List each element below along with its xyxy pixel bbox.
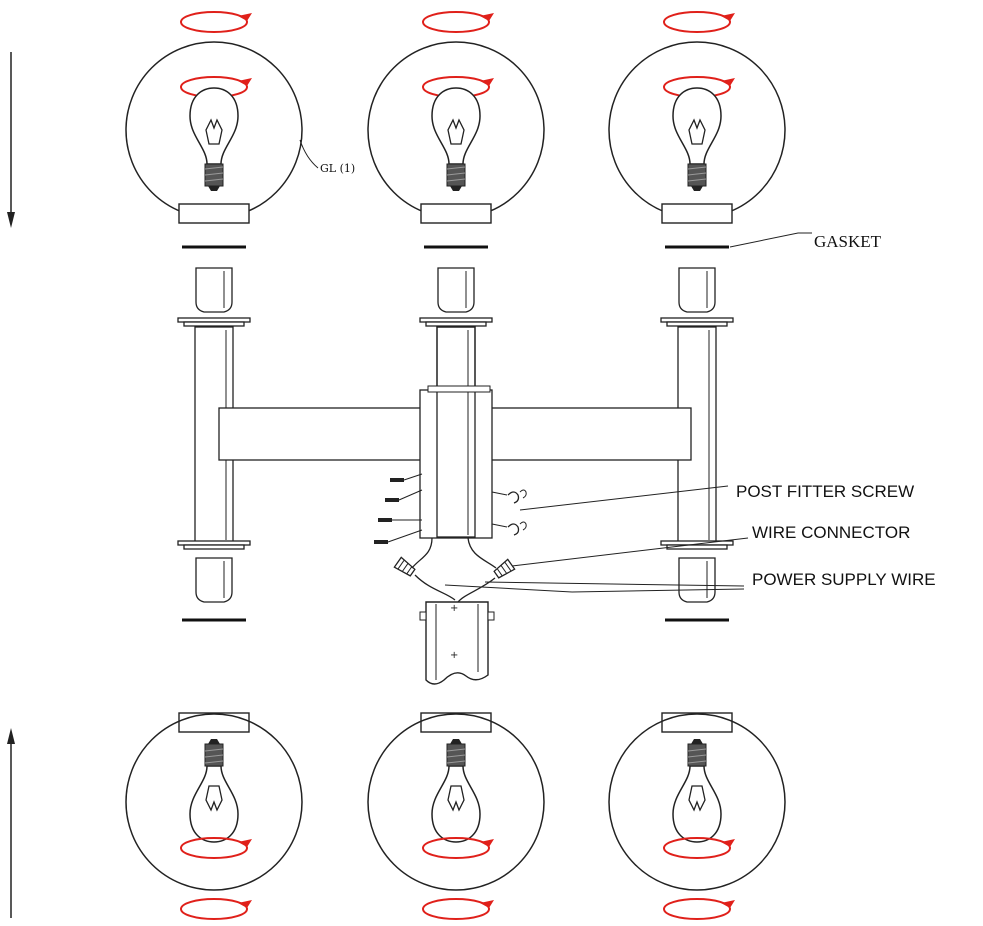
arrow-down-icon — [7, 52, 15, 228]
light-bulb-icon — [672, 738, 722, 843]
svg-text:+: + — [450, 603, 458, 614]
top-globe-right — [608, 11, 786, 224]
rotation-arrow-icon — [422, 11, 495, 33]
gasket-label: GASKET — [729, 232, 882, 251]
bottom-globe-center — [367, 712, 545, 920]
top-globe-left — [125, 11, 303, 224]
fixture-body — [177, 267, 734, 603]
rotation-arrow-icon — [180, 11, 253, 33]
wire-connectors — [393, 556, 516, 579]
post-fitter-screws — [374, 473, 527, 544]
light-bulb-icon — [431, 87, 481, 192]
svg-text:+: + — [450, 650, 458, 661]
post-fitter-screw-label-text: POST FITTER SCREW — [736, 482, 914, 501]
light-bulb-icon — [672, 87, 722, 192]
rotation-arrow-icon — [663, 898, 736, 920]
wire-connector-label-text: WIRE CONNECTOR — [752, 523, 910, 542]
bottom-globe-left — [125, 712, 303, 920]
rotation-arrow-icon — [663, 11, 736, 33]
arrow-up-icon — [7, 728, 15, 918]
globe-label-text: GL (1) — [320, 162, 355, 175]
light-bulb-icon — [189, 738, 239, 843]
globe-label: GL (1) — [299, 139, 355, 175]
power-supply-wire-label-text: POWER SUPPLY WIRE — [752, 570, 936, 589]
mounting-post: + + — [419, 601, 495, 685]
post-fitter-screw-label: POST FITTER SCREW — [519, 482, 914, 511]
bottom-globe-right — [608, 712, 786, 920]
light-bulb-icon — [431, 738, 481, 843]
gasket-label-text: GASKET — [814, 232, 882, 251]
top-globe-center — [367, 11, 545, 224]
power-supply-wire-label: POWER SUPPLY WIRE — [444, 570, 936, 593]
rotation-arrow-icon — [422, 898, 495, 920]
rotation-arrow-icon — [180, 898, 253, 920]
wire-connector-label: WIRE CONNECTOR — [511, 523, 910, 567]
light-bulb-icon — [189, 87, 239, 192]
